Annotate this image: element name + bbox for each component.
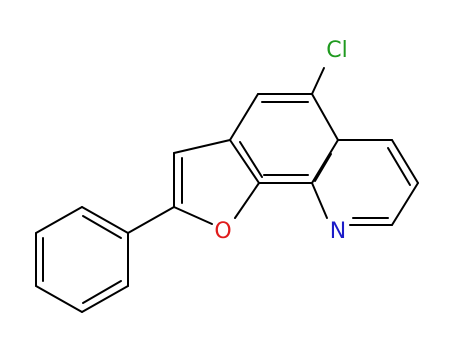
- nitrogen-atom-label: N: [330, 219, 346, 244]
- bond-double-inner: [387, 147, 411, 186]
- bond: [173, 206, 213, 225]
- chlorine-atom-label: Cl: [326, 38, 347, 63]
- bond: [311, 93, 339, 141]
- bond: [35, 285, 83, 313]
- bond-double-inner: [239, 141, 263, 178]
- bond: [234, 182, 260, 219]
- bond: [127, 206, 175, 234]
- bond: [311, 67, 325, 95]
- bond: [81, 285, 129, 313]
- bond: [81, 206, 129, 234]
- bond: [173, 139, 231, 154]
- bond: [229, 93, 259, 141]
- bond: [229, 139, 260, 184]
- bond: [311, 182, 328, 219]
- bond: [311, 139, 339, 184]
- bond: [35, 206, 83, 234]
- bond: [391, 182, 419, 226]
- bond-double-inner: [82, 280, 122, 304]
- bond-double-inner: [82, 215, 122, 239]
- atom-labels: Cl O N: [214, 38, 347, 244]
- bonds: [35, 67, 419, 313]
- oxygen-atom-label: O: [214, 219, 231, 244]
- bond-double-inner: [314, 153, 332, 182]
- bond: [391, 139, 419, 184]
